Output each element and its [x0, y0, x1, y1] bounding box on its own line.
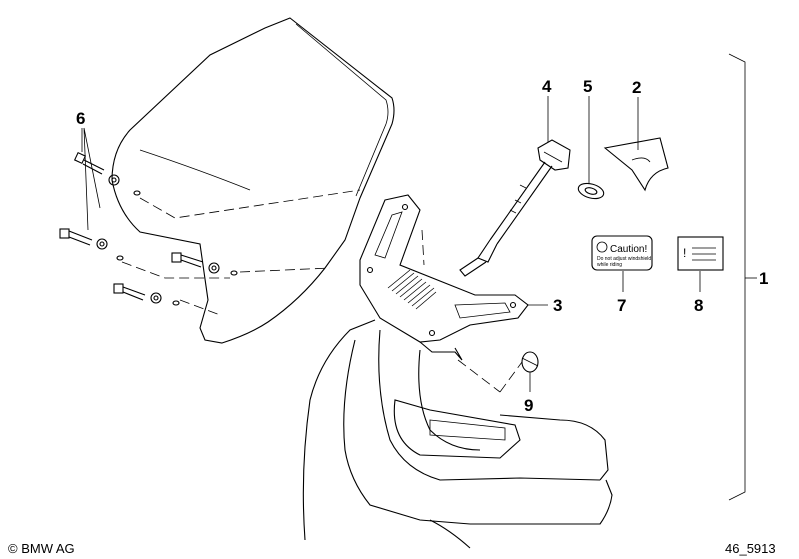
callout-9: 9 [524, 396, 533, 415]
callout-7: 7 [617, 296, 626, 315]
cover-plate [603, 137, 669, 192]
callout-5: 5 [583, 77, 592, 96]
callout-8: 8 [694, 296, 703, 315]
bracket [359, 194, 529, 361]
callout-numbers: 6 4 5 2 3 7 8 9 1 [76, 77, 768, 415]
globe-icon [596, 241, 608, 253]
windshield [111, 17, 395, 344]
caution-label: Caution! Do not adjust windshield while … [591, 235, 653, 271]
caution-title: Caution! [610, 244, 647, 255]
assembly-lines [121, 189, 523, 393]
warning-label: ! [677, 236, 724, 271]
fairing [302, 319, 613, 549]
callout-4: 4 [542, 77, 552, 96]
callout-3: 3 [553, 296, 562, 315]
copyright: © BMW AG [8, 541, 75, 556]
warning-mark: ! [683, 246, 686, 260]
callout-6: 6 [76, 109, 85, 128]
screw-2 [59, 228, 124, 261]
rubber-buffer [521, 351, 539, 373]
callout-1: 1 [759, 269, 768, 288]
caution-text-1: Do not adjust windshield [597, 256, 651, 262]
adjusting-screw [459, 139, 571, 277]
washer [577, 182, 605, 200]
screw-4 [113, 283, 180, 306]
screw-top [73, 151, 141, 196]
leader-lines [81, 53, 757, 501]
screw-set [59, 127, 238, 306]
caution-text-2: while riding [597, 262, 622, 268]
bracket-grille [387, 269, 437, 310]
callout-2: 2 [632, 78, 641, 97]
diagram-id: 46_5913 [725, 541, 776, 556]
screw-3 [171, 252, 238, 276]
